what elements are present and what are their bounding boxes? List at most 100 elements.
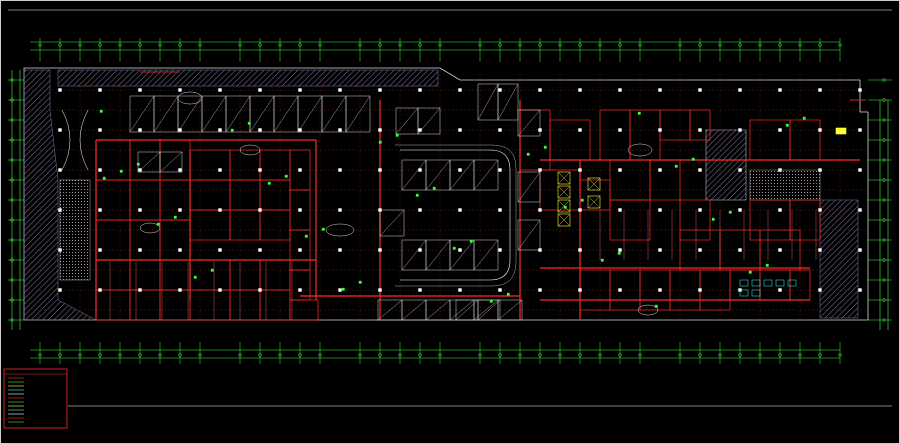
room-wall [229, 289, 261, 321]
grid-bubble-right [882, 78, 886, 82]
stair-cross [557, 185, 571, 199]
column-marker [458, 288, 462, 292]
column-marker [218, 208, 222, 212]
stall-diagonal [159, 151, 183, 173]
column-marker [658, 248, 662, 252]
door-tag [580, 198, 584, 202]
column-marker [698, 208, 702, 212]
room-wall [579, 179, 611, 211]
parking-stall [517, 171, 541, 203]
column-marker [218, 248, 222, 252]
column-marker [498, 128, 502, 132]
grid-bubble-top [158, 43, 162, 47]
column-marker [218, 168, 222, 172]
column-marker [458, 168, 462, 172]
column-marker [258, 128, 262, 132]
door-tag [193, 275, 197, 279]
column-marker [618, 168, 622, 172]
room-wall [229, 209, 261, 241]
column-marker [578, 288, 582, 292]
grid-bubble-left [10, 98, 14, 102]
room-wall [159, 179, 191, 221]
room-wall [129, 179, 161, 221]
dotted-zone-right [749, 169, 821, 201]
column-marker [418, 288, 422, 292]
column-marker [858, 88, 862, 92]
column-marker [618, 288, 622, 292]
legend-rows [8, 377, 24, 423]
column-marker [818, 128, 822, 132]
grid-bubble-right [882, 238, 886, 242]
door-tag [600, 258, 604, 262]
stall-diagonal [249, 95, 275, 133]
room-wall [259, 289, 291, 321]
column-marker [818, 168, 822, 172]
column-marker [98, 288, 102, 292]
door-tag [284, 174, 288, 178]
column-marker [538, 168, 542, 172]
stall-diagonal [473, 159, 499, 191]
parking-stall [345, 95, 371, 133]
grid-bubble-top [578, 43, 582, 47]
column-marker [258, 88, 262, 92]
grid-bubble-top [38, 43, 42, 47]
stall-diagonal [425, 159, 451, 191]
column-marker [258, 168, 262, 172]
room-wall [759, 269, 791, 301]
grid-bubble-top [738, 43, 742, 47]
fixture-cyan [775, 279, 785, 287]
grid-bubble-left [10, 138, 14, 142]
column-marker [138, 88, 142, 92]
column-marker [858, 208, 862, 212]
grid-bubble-bottom [838, 353, 842, 357]
oval-fixture [239, 144, 261, 156]
stall-diagonal [153, 95, 179, 133]
column-marker [538, 128, 542, 132]
grid-bubble-bottom [378, 353, 382, 357]
door-tag [563, 205, 567, 209]
grid-bubble-bottom [498, 353, 502, 357]
grid-bubble-top [258, 43, 262, 47]
column-marker [378, 208, 382, 212]
hatched-zones [23, 67, 869, 321]
room-wall [189, 149, 231, 181]
door-tag [102, 176, 106, 180]
grid-bubble-right [882, 258, 886, 262]
room-wall [789, 199, 821, 241]
column-marker [98, 248, 102, 252]
grid-bubble-top [558, 43, 562, 47]
grid-bubble-top [818, 43, 822, 47]
column-marker [58, 88, 62, 92]
column-marker [138, 288, 142, 292]
column-marker [658, 288, 662, 292]
grid-bubble-bottom [298, 353, 302, 357]
column-marker [538, 248, 542, 252]
column-marker [338, 288, 342, 292]
stall-diagonal [297, 95, 323, 133]
column-marker [458, 248, 462, 252]
grid-bubble-right [882, 118, 886, 122]
column-marker [338, 208, 342, 212]
legend-frame [3, 368, 68, 429]
door-tag [526, 152, 530, 156]
grid-bubble-top [618, 43, 622, 47]
column-marker [98, 208, 102, 212]
room-wall [599, 109, 631, 161]
column-marker [178, 248, 182, 252]
door-tag [432, 186, 436, 190]
door-tag [728, 210, 732, 214]
column-marker [738, 248, 742, 252]
grid-bubble-bottom [718, 353, 722, 357]
door-tag [415, 193, 419, 197]
grid-bubble-top [358, 43, 362, 47]
grid-bubble-top [118, 43, 122, 47]
stall-diagonal [395, 107, 419, 135]
grid-bubble-bottom [818, 353, 822, 357]
column-marker [378, 168, 382, 172]
grid-bubble-top [318, 43, 322, 47]
wall-layer [95, 91, 860, 321]
stall-diagonal [449, 299, 475, 321]
grid-bubble-top [138, 43, 142, 47]
